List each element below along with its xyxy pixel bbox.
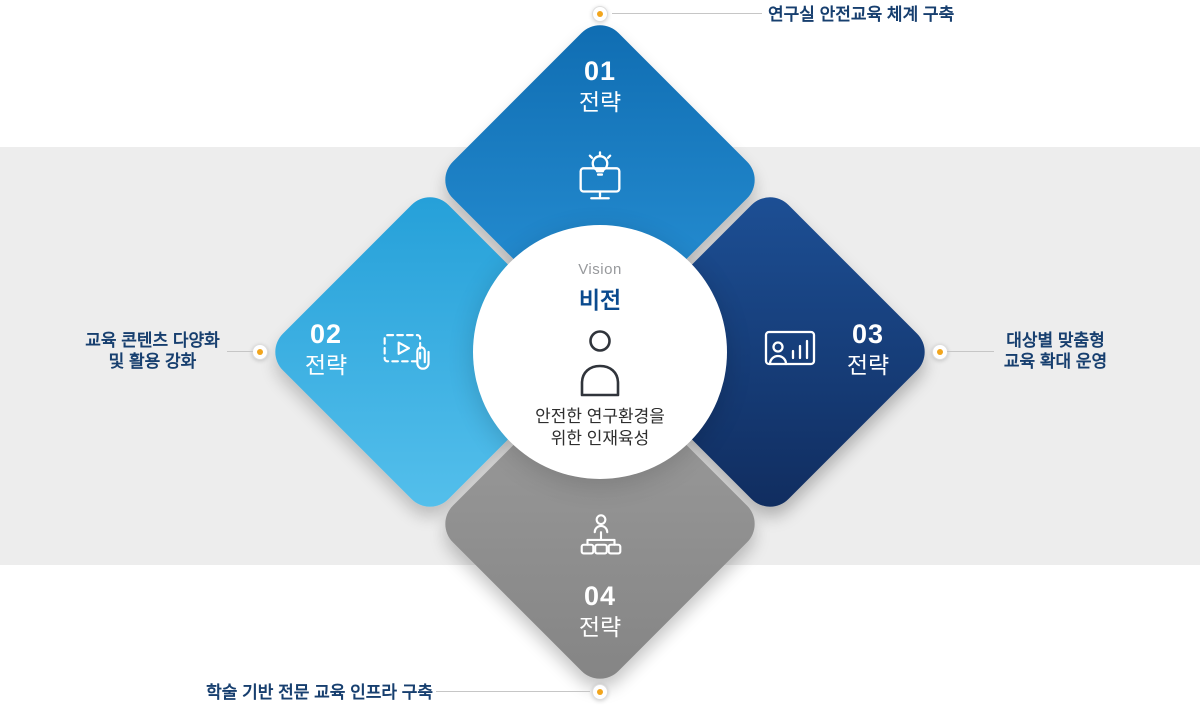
connector-line-left bbox=[227, 351, 253, 352]
connector-line-bottom bbox=[436, 691, 590, 692]
strategy-4-label: 전략 bbox=[578, 614, 622, 640]
strategy-3-label: 전략 bbox=[846, 352, 890, 378]
connector-line-right bbox=[947, 351, 994, 352]
connector-dot-bottom bbox=[592, 684, 608, 700]
strategy-2-number: 02 bbox=[309, 319, 343, 349]
caption-line: 및 활용 강화 bbox=[108, 352, 197, 371]
vision-description: 안전한 연구환경을 위한 인재육성 bbox=[535, 406, 665, 451]
strategy-3-caption: 대상별 맞춤형 교육 확대 운영 bbox=[993, 330, 1118, 372]
strategy-2-title: 02 전략 bbox=[286, 318, 366, 381]
strategy-4-number: 04 bbox=[583, 581, 617, 611]
strategy-1-caption: 연구실 안전교육 체계 구축 bbox=[768, 5, 955, 24]
vision-circle: Vision 비전 안전한 연구환경을 위한 인재육성 bbox=[473, 225, 727, 479]
connector-line-top bbox=[612, 13, 762, 14]
vision-description-line: 위한 인재육성 bbox=[550, 429, 650, 449]
strategy-1-label: 전략 bbox=[578, 89, 622, 115]
monitor-lightbulb-icon bbox=[571, 148, 629, 206]
strategy-4-title: 04 전략 bbox=[520, 580, 680, 643]
caption-line: 대상별 맞춤형 bbox=[1006, 331, 1105, 350]
caption-line: 교육 콘텐츠 다양화 bbox=[85, 331, 220, 350]
connector-dot-right bbox=[932, 344, 948, 360]
strategy-3-title: 03 전략 bbox=[828, 318, 908, 381]
connector-dot-top bbox=[592, 6, 608, 22]
person-chart-board-icon bbox=[760, 321, 820, 381]
org-chart-person-icon bbox=[574, 511, 628, 565]
person-icon bbox=[573, 329, 627, 397]
video-content-clip-icon bbox=[380, 323, 436, 379]
strategy-2-label: 전략 bbox=[304, 352, 348, 378]
connector-dot-left bbox=[252, 344, 268, 360]
vision-title: 비전 bbox=[578, 287, 622, 313]
strategy-2-caption: 교육 콘텐츠 다양화 및 활용 강화 bbox=[75, 330, 230, 372]
strategy-1-number: 01 bbox=[583, 56, 617, 86]
strategy-1-title: 01 전략 bbox=[520, 55, 680, 118]
caption-line: 교육 확대 운영 bbox=[1003, 352, 1108, 371]
vision-description-line: 안전한 연구환경을 bbox=[535, 407, 665, 426]
vision-eyebrow: Vision bbox=[578, 261, 622, 278]
strategy-3-number: 03 bbox=[851, 319, 885, 349]
strategy-4-caption: 학술 기반 전문 교육 인프라 구축 bbox=[206, 683, 433, 702]
